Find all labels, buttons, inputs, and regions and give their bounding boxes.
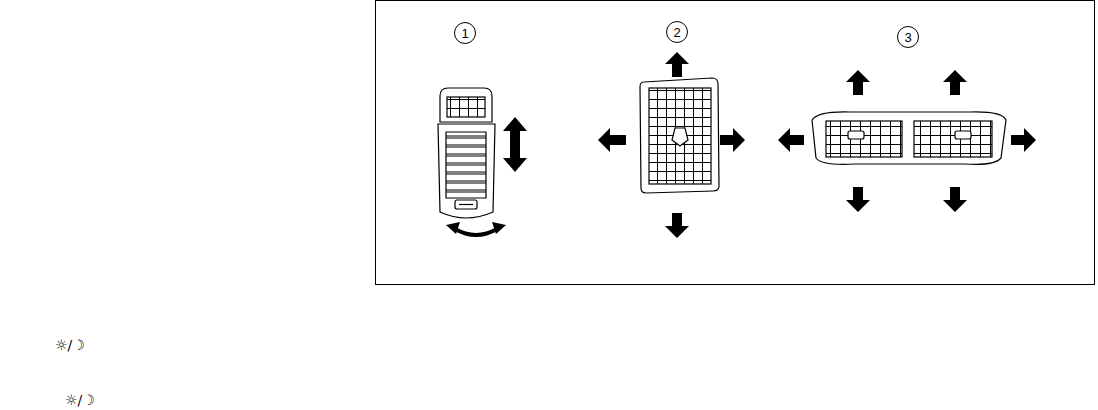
callout-number: 2	[673, 26, 680, 39]
callout-circle: 3	[897, 26, 919, 48]
mode-symbol: ☼/☽	[55, 338, 85, 352]
direction-arrow	[778, 70, 1036, 212]
direction-arrow	[598, 52, 745, 238]
side-vent	[438, 88, 495, 218]
callout-number: 1	[461, 27, 468, 40]
callout-number: 3	[904, 31, 911, 44]
center-vent	[640, 78, 719, 193]
tilt-arrow	[503, 117, 527, 172]
callout-circle: 2	[666, 21, 688, 43]
rotate-arrow	[446, 222, 506, 235]
rear-vent	[812, 112, 1006, 164]
mode-symbol: ☼/☽	[65, 393, 95, 407]
callout-circle: 1	[454, 22, 476, 44]
frame	[376, 1, 1095, 285]
